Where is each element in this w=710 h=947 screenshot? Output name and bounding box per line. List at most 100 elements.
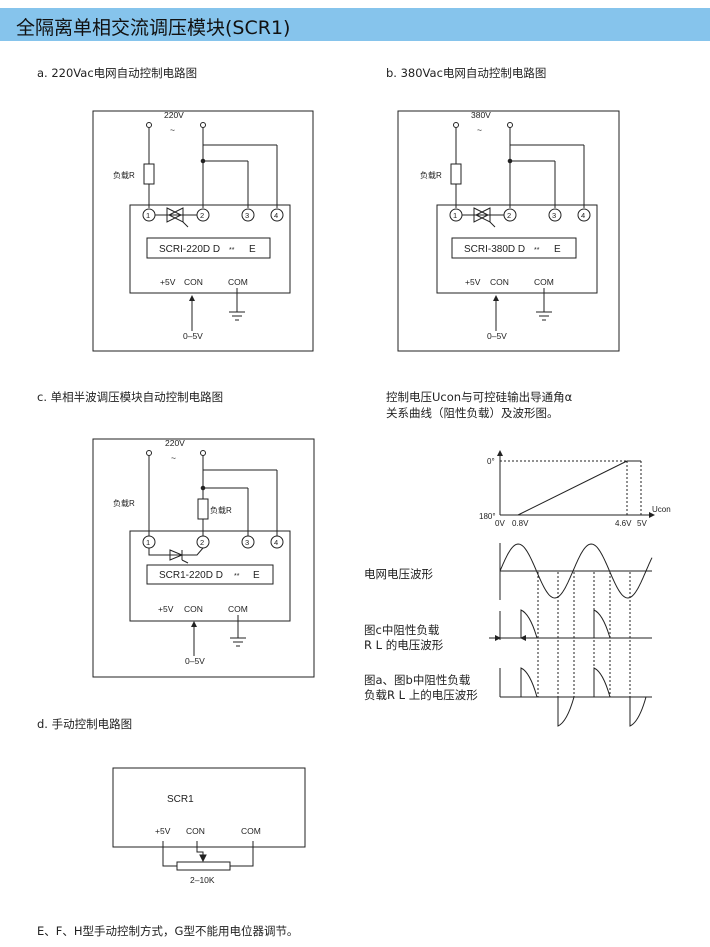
circuit-c-module [129,530,291,622]
circuit-b-tilde: ~ [477,125,482,135]
circuit-a-triac-icon [155,207,197,228]
wave-label-c-line2: R L 的电压波形 [364,638,444,652]
circuit-b-term-com: COM [534,277,554,287]
circuit-b-terminal-left [453,122,459,128]
circuit-c-pin-1-label: 1 [146,538,150,547]
circuit-c-tilde: ~ [171,453,176,463]
circuit-c-term-com: COM [228,604,248,614]
circuit-b-load-label: 负载R [420,170,442,180]
footer-note: E、F、H型手动控制方式，G型不能用电位器调节。 [37,924,299,938]
ab-wave-pulse-1 [520,667,538,698]
circuit-a-suffix: E [249,244,256,255]
control-graph [497,450,655,518]
circuit-a-pin-1-label: 1 [146,211,150,220]
circuit-d-term-5v: +5V [155,826,171,836]
circuit-a-voltage: 220V [164,110,184,120]
circuit-b-model: SCRI-380D D [464,244,525,255]
circuit-b-pin-1-label: 1 [453,211,457,220]
circuit-a-ground-icon [229,288,245,321]
circuit-d-module [112,767,306,848]
circuit-c-terminal-right [200,450,206,456]
circuit-b-star-mark: ** [534,247,540,254]
circuit-d [112,767,306,871]
circuit-c-model-box [146,564,274,585]
circuit-c-pin-4-label: 4 [274,538,278,547]
page-title: 全隔离单相交流调压模块(SCR1) [16,17,291,39]
circuit-c-pin-4 [270,535,284,549]
circuit-a-pin-4 [270,208,284,222]
waveforms [489,543,653,727]
grid-sine-wave [499,543,653,599]
circuit-a-pin-3 [241,208,255,222]
circuit-a-term-5v: +5V [160,277,176,287]
circuit-c-load-inner-label: 负载R [210,505,232,515]
circuit-b-ground-icon [536,288,552,321]
graph-curve [517,460,628,516]
wave-label-ab-line1: 图a、图b中阻性负载 [364,673,471,687]
graph-x-tick-2: 4.6V [615,519,632,528]
circuit-a-input: 0–5V [183,331,203,341]
circuit-a-model-box [146,237,271,259]
circuit-b-voltage: 380V [471,110,491,120]
circuit-d-model: SCR1 [167,794,194,805]
graph-x-tick-3: 5V [637,519,647,528]
circuit-c-pin-3-label: 3 [245,538,249,547]
circuit-b-pin-3 [548,208,562,222]
c-wave-pulse-1 [520,609,538,639]
circuit-a-pin-4-label: 4 [274,211,278,220]
circuit-c-load-outer-label: 负载R [113,498,135,508]
ab-wave-pulse-2 [557,696,575,727]
circuit-c-inner-load-resistor [197,498,209,520]
circuit-a-term-com: COM [228,277,248,287]
circuit-a-terminal-right [200,122,206,128]
circuit-c-pin-3 [241,535,255,549]
caption-c: c. 单相半波调压模块自动控制电路图 [37,390,224,404]
circuit-a-star-mark: ** [229,247,235,254]
circuit-b-input: 0–5V [487,331,507,341]
circuit-c-suffix: E [253,570,260,581]
circuit-c-frame [92,438,315,678]
ab-wave-pulse-4 [629,696,647,727]
graph-x-tick-1: 0.8V [512,519,529,528]
circuit-b-pin-2-label: 2 [507,211,511,220]
circuit-d-term-con: CON [186,826,205,836]
graph-y-bottom: 180° [479,512,496,521]
wave-label-grid: 电网电压波形 [364,567,433,581]
circuit-b-frame [397,110,620,352]
circuit-c-terminal-left [146,450,152,456]
circuit-b-pin-4 [577,208,591,222]
circuit-a-terminal-left [146,122,152,128]
circuit-a-module [129,204,291,294]
wave-label-c-line1: 图c中阻性负载 [364,623,440,637]
graph-x-label: Ucon [652,505,671,514]
circuit-a-load-label: 负载R [113,170,135,180]
graph-x-tick-0: 0V [495,519,505,528]
circuit-c-star-mark: ** [234,573,240,580]
c-wave-pulse-2 [593,609,611,639]
circuit-a-pin-3-label: 3 [245,211,249,220]
circuit-b-term-con: CON [490,277,509,287]
circuit-a-frame [92,110,314,352]
circuit-a-tilde: ~ [170,125,175,135]
circuit-b-terminal-right [507,122,513,128]
circuit-c-ground-icon [230,615,246,647]
circuit-b-model-box [451,237,577,259]
circuit-a-load-resistor [143,163,155,185]
circuit-b-term-5v: +5V [465,277,481,287]
circuit-b-pin-3-label: 3 [552,211,556,220]
circuit-b-module [436,204,598,294]
circuit-c-pin-2-label: 2 [200,538,204,547]
circuit-a-model: SCRI-220D D [159,244,220,255]
circuit-a [92,110,314,352]
circuit-b [397,110,620,352]
caption-b: b. 380Vac电网自动控制电路图 [386,66,547,80]
circuit-c-term-con: CON [184,604,203,614]
circuit-d-potentiometer [176,861,231,871]
circuit-b-pin-4-label: 4 [581,211,585,220]
caption-ctrl-line1: 控制电压Ucon与可控硅输出导通角α [386,390,573,404]
caption-a: a. 220Vac电网自动控制电路图 [37,66,198,80]
circuit-c-voltage: 220V [165,438,185,448]
title-bar: 全隔离单相交流调压模块(SCR1) [0,8,710,41]
caption-ctrl-line2: 关系曲线（阻性负载）及波形图。 [386,406,559,420]
